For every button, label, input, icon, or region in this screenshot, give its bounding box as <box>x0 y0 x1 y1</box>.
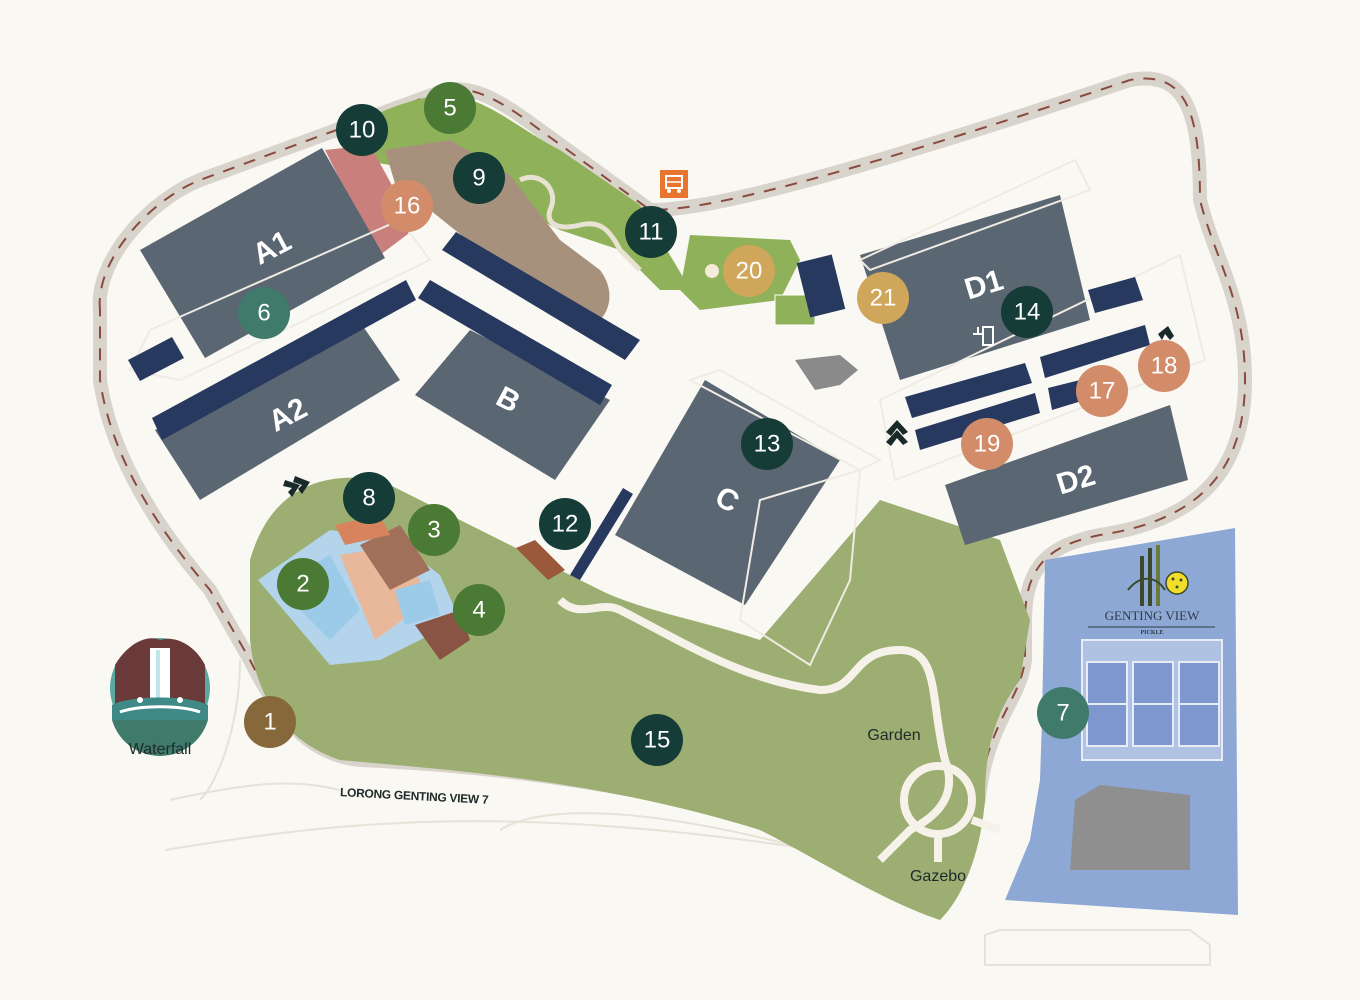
marker-20[interactable]: 20 <box>723 245 775 297</box>
marker-6[interactable]: 6 <box>238 287 290 339</box>
badminton-court <box>796 254 846 318</box>
marker-15[interactable]: 15 <box>631 714 683 766</box>
building-d2[interactable] <box>945 405 1188 545</box>
svg-text:11: 11 <box>639 219 664 246</box>
markers-layer: 1 2 3 4 5 6 7 8 9 10 11 12 13 14 15 16 1… <box>238 82 1190 766</box>
svg-text:6: 6 <box>257 300 270 327</box>
toilet-icon <box>973 326 994 346</box>
marker-21[interactable]: 21 <box>857 272 909 324</box>
svg-text:17: 17 <box>1089 378 1116 405</box>
marker-4[interactable]: 4 <box>453 584 505 636</box>
pickleball-icon <box>1127 545 1189 606</box>
svg-text:8: 8 <box>362 485 375 512</box>
marker-18[interactable]: 18 <box>1138 340 1190 392</box>
marker-14[interactable]: 14 <box>1001 286 1053 338</box>
label-garden: Garden <box>867 727 920 744</box>
pickleball-brand-sub: PICKLE <box>1140 630 1163 636</box>
entrance-arrow-icon <box>886 420 908 446</box>
entrance-arrow-icon <box>283 476 310 497</box>
marker-19[interactable]: 19 <box>961 418 1013 470</box>
svg-text:10: 10 <box>349 117 376 144</box>
pickleball-brand-name: GENTING VIEW <box>1105 608 1200 623</box>
marker-8[interactable]: 8 <box>343 472 395 524</box>
building-outlines <box>128 158 1207 667</box>
label-road: LORONG GENTING VIEW 7 <box>340 785 490 807</box>
svg-text:5: 5 <box>443 95 456 122</box>
plaza-brown <box>385 140 610 320</box>
marker-17[interactable]: 17 <box>1076 365 1128 417</box>
marker-7[interactable]: 7 <box>1037 687 1089 739</box>
hut <box>516 540 565 580</box>
svg-text:3: 3 <box>427 517 440 544</box>
small-court <box>774 294 816 326</box>
marker-11[interactable]: 11 <box>625 206 677 258</box>
bus-stop-icon[interactable] <box>660 170 688 198</box>
pickleball-clubhouse <box>1070 785 1190 870</box>
svg-text:1: 1 <box>263 709 276 736</box>
garden-footpath <box>557 596 954 863</box>
solar-panels <box>128 232 1212 910</box>
marker-5[interactable]: 5 <box>424 82 476 134</box>
pickleball-brand: GENTING VIEW PICKLE <box>1088 545 1215 636</box>
building-a1[interactable] <box>140 148 385 358</box>
pickleball-area <box>1005 528 1238 915</box>
fountain-icon <box>705 264 719 278</box>
building-a2[interactable] <box>155 322 400 500</box>
waterfall-icon[interactable] <box>110 638 210 756</box>
svg-text:2: 2 <box>296 571 309 598</box>
marker-16[interactable]: 16 <box>381 180 433 232</box>
svg-text:18: 18 <box>1151 353 1178 380</box>
entrance-arrow-icon <box>1158 326 1174 340</box>
svg-text:19: 19 <box>974 431 1001 458</box>
rock-feature <box>795 355 858 390</box>
marker-10[interactable]: 10 <box>336 104 388 156</box>
label-waterfall: Waterfall <box>129 741 192 758</box>
svg-text:15: 15 <box>644 727 671 754</box>
svg-text:7: 7 <box>1056 700 1069 727</box>
marker-2[interactable]: 2 <box>277 558 329 610</box>
svg-text:20: 20 <box>736 258 763 285</box>
svg-text:14: 14 <box>1014 299 1041 326</box>
marker-1[interactable]: 1 <box>244 696 296 748</box>
svg-text:21: 21 <box>870 285 897 312</box>
svg-text:16: 16 <box>394 193 421 220</box>
marker-9[interactable]: 9 <box>453 152 505 204</box>
svg-text:4: 4 <box>472 597 485 624</box>
marker-3[interactable]: 3 <box>408 504 460 556</box>
marker-12[interactable]: 12 <box>539 498 591 550</box>
label-gazebo: Gazebo <box>910 868 966 885</box>
building-b[interactable] <box>415 330 610 480</box>
marker-13[interactable]: 13 <box>741 418 793 470</box>
svg-text:9: 9 <box>472 165 485 192</box>
svg-text:13: 13 <box>754 431 781 458</box>
svg-text:12: 12 <box>552 511 579 538</box>
